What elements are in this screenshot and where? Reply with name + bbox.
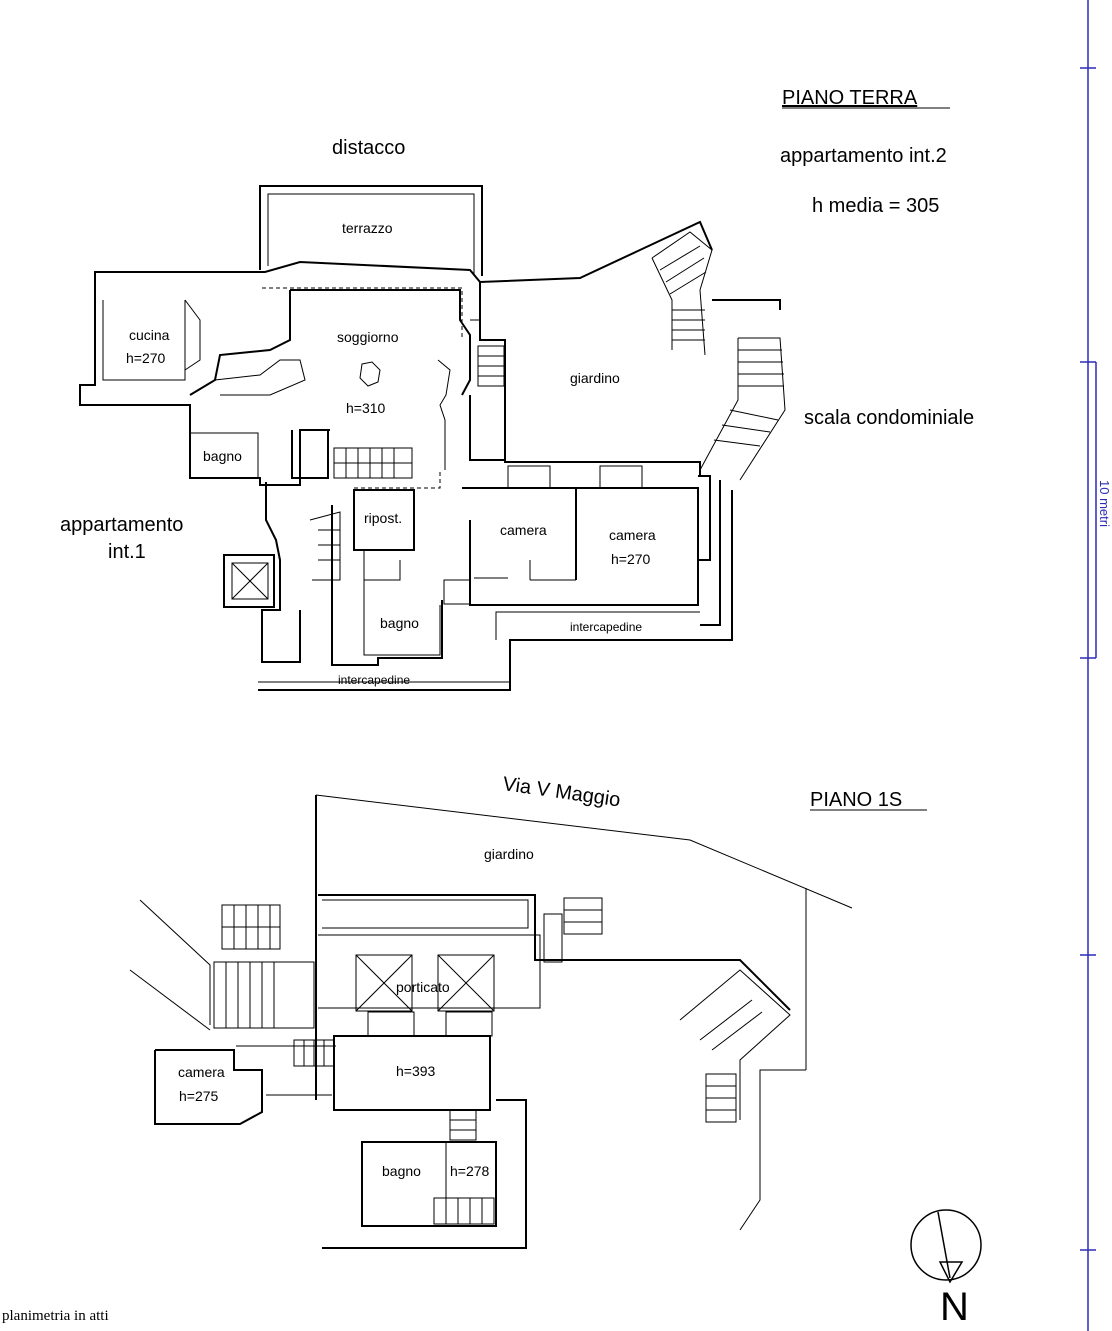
bagno-3-label: bagno	[382, 1163, 421, 1179]
footer-label: planimetria in atti	[2, 1308, 109, 1324]
terrazzo-label: terrazzo	[342, 220, 393, 236]
bagno-2-label: bagno	[380, 615, 419, 631]
soggiorno-height-label: h=310	[346, 400, 386, 416]
ground-floor-plan	[79, 185, 786, 691]
giardino-top-label: giardino	[570, 370, 620, 386]
intercapedine-2-label: intercapedine	[338, 673, 410, 687]
apartment-label: appartamento int.2	[780, 145, 947, 167]
north-label: N	[940, 1285, 969, 1329]
ground-floor-title: PIANO TERRA	[782, 87, 918, 109]
cucina-height-label: h=270	[126, 350, 166, 366]
camera-2-label: camera	[609, 527, 656, 543]
street-label: Via V Maggio	[501, 773, 622, 811]
ripostiglio-label: ripost.	[364, 510, 402, 526]
basement-plan	[129, 794, 853, 1249]
camera-3-height-label: h=275	[179, 1088, 219, 1104]
camera-1-label: camera	[500, 522, 547, 538]
camera-2-height-label: h=270	[611, 551, 651, 567]
north-arrow-icon	[910, 1209, 982, 1284]
room-h393-label: h=393	[396, 1063, 436, 1079]
scale-bar: 10 metri	[1080, 0, 1112, 1331]
appartamento-int1-label: appartamento	[60, 514, 183, 536]
basement-title: PIANO 1S	[810, 789, 902, 811]
cucina-label: cucina	[129, 327, 170, 343]
intercapedine-1-label: intercapedine	[570, 620, 642, 634]
giardino-bottom-label: giardino	[484, 846, 534, 862]
camera-3-label: camera	[178, 1064, 225, 1080]
scale-bar-label: 10 metri	[1097, 480, 1112, 527]
scala-condominiale-label: scala condominiale	[804, 407, 974, 429]
avg-height-label: h media = 305	[812, 195, 939, 217]
distacco-label: distacco	[332, 137, 405, 159]
bagno-3-height-label: h=278	[450, 1163, 490, 1179]
soggiorno-label: soggiorno	[337, 329, 399, 345]
int1-label: int.1	[108, 541, 146, 563]
porticato-label: porticato	[396, 979, 450, 995]
bagno-1-label: bagno	[203, 448, 242, 464]
